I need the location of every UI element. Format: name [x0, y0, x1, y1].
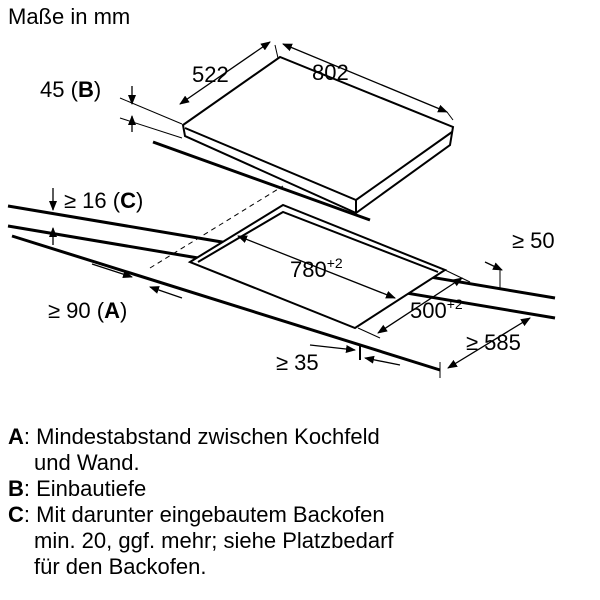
- label-cutout-depth: 500+2: [410, 296, 463, 323]
- legend-text: : Mit darunter eingebautem Backofen: [23, 502, 385, 527]
- label-wall-gap: ≥ 90 (A): [48, 298, 127, 323]
- label-width-hob: 802: [312, 60, 349, 85]
- legend-item-a: A: Mindestabstand zwischen Kochfeld und …: [8, 424, 394, 476]
- legend-key: C: [8, 502, 24, 527]
- legend-text-cont: min. 20, ggf. mehr; siehe Platzbedarf: [34, 528, 394, 553]
- label-cutout-width: 780+2: [290, 255, 343, 282]
- label-thickness: 45 (B): [40, 77, 101, 102]
- legend-key: A: [8, 424, 24, 449]
- legend-key: B: [8, 476, 24, 501]
- label-rear-gap: ≥ 50: [512, 228, 555, 253]
- legend-item-b: B: Einbautiefe: [8, 476, 394, 502]
- legend-text-cont: und Wand.: [34, 450, 140, 475]
- legend-text: : Mindestabstand zwischen Kochfeld: [23, 424, 380, 449]
- legend-item-c: C: Mit darunter eingebautem Backofen min…: [8, 502, 394, 580]
- legend: A: Mindestabstand zwischen Kochfeld und …: [8, 424, 394, 580]
- legend-text-cont: für den Backofen.: [34, 554, 207, 579]
- label-depth-hob: 522: [192, 62, 229, 87]
- upper-wall-line: [152, 140, 371, 222]
- installation-diagram: 522 802 45 (B) ≥ 16 (C) 780+2 500+2 ≥ 50…: [7, 41, 556, 378]
- label-front-gap: ≥ 35: [276, 350, 319, 375]
- page-title: Maße in mm: [8, 4, 131, 29]
- label-worktop-min: ≥ 16 (C): [64, 188, 143, 213]
- label-worktop-depth: ≥ 585: [466, 330, 521, 355]
- legend-text: : Einbautiefe: [23, 476, 147, 501]
